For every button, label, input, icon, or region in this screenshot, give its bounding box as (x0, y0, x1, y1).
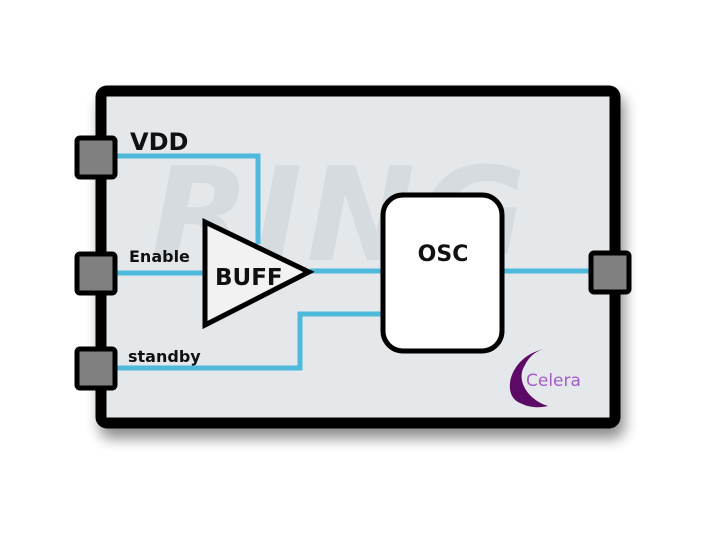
port-standby[interactable] (74, 346, 118, 391)
label-vdd: VDD (130, 128, 188, 156)
buffer-label: BUFF (215, 265, 283, 291)
port-vdd[interactable] (74, 135, 118, 180)
label-standby: standby (128, 347, 201, 366)
label-enable: Enable (129, 247, 190, 266)
wire-vdd (113, 153, 261, 244)
port-enable[interactable] (74, 251, 118, 296)
wire-standby (113, 311, 384, 371)
celera-logo: Celera (509, 349, 581, 408)
oscillator-label: OSC (418, 242, 469, 267)
port-output[interactable] (588, 250, 632, 295)
oscillator-block[interactable] (380, 192, 505, 354)
buffer-block[interactable] (202, 218, 315, 330)
logo-text: Celera (526, 371, 581, 391)
crescent-icon (509, 349, 548, 408)
